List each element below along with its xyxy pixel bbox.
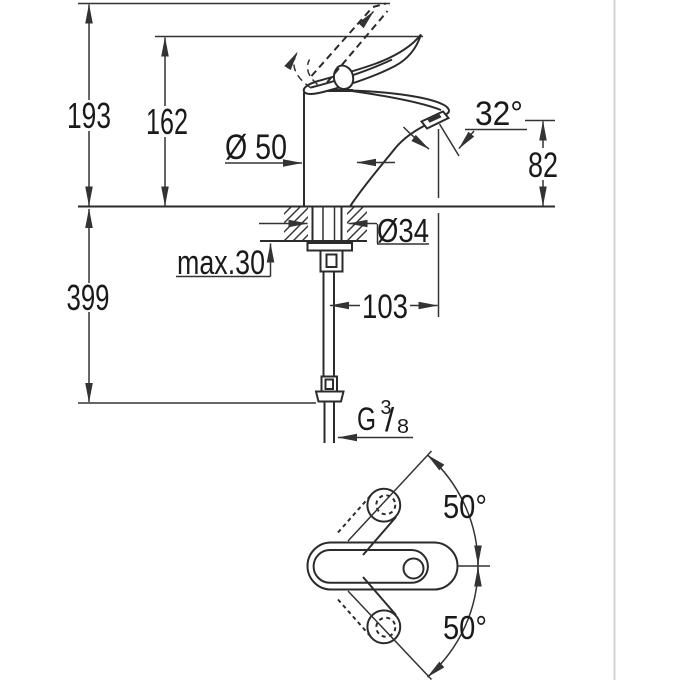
- mounting-shank: [311, 206, 343, 243]
- mounting-assembly: [284, 206, 367, 443]
- dimension-angle-32: 32°: [458, 95, 555, 149]
- aerator-outlet: [427, 113, 442, 123]
- angle-leader-arrow: [458, 130, 475, 149]
- raised-lever-right-edge: [326, 10, 389, 84]
- handle-ghost-upper: [337, 487, 402, 556]
- dimension-82: 82: [528, 120, 558, 207]
- lift-motion-arc: [284, 51, 312, 89]
- dimension-thread: G 3 / 8: [337, 397, 413, 442]
- dim-hole-diameter-label: Ø34: [377, 212, 429, 249]
- thread-denominator: 8: [397, 416, 409, 438]
- mounting-nut: [306, 242, 353, 252]
- dimension-193: 193: [67, 3, 111, 207]
- dimension-162: 162: [146, 36, 188, 207]
- supply-hose: [322, 271, 335, 377]
- lever-raised-dashed: [284, 2, 389, 89]
- hose-nut: [314, 390, 345, 403]
- ghost-button-dashed: [375, 494, 397, 516]
- lift-direction-arrow: [357, 10, 375, 29]
- raised-lever-tip: [372, 2, 387, 8]
- spray-geometry: [402, 123, 460, 317]
- dim-spout-height-label: 82: [528, 146, 558, 185]
- handle-top-view-outer: [306, 541, 459, 591]
- lift-motion-arc-inner: [306, 59, 318, 86]
- handle-button: [402, 557, 425, 580]
- angle-leg-lower: [347, 590, 433, 680]
- ghost-edge-dashed: [337, 493, 373, 534]
- spout-contour-line: [351, 90, 442, 111]
- lever-front-knob: [332, 64, 355, 90]
- handle-top-view-inner: [312, 549, 429, 584]
- ghost-edge-dashed: [337, 598, 373, 639]
- swivel-angle-upper-label: 50°: [443, 488, 487, 525]
- swivel-angle-lower-label: 50°: [443, 609, 487, 646]
- thread-letter: G: [357, 401, 376, 437]
- dimension-diameter-34: Ø34: [259, 212, 429, 249]
- hose-end-fitting: [314, 375, 345, 443]
- ghost-cap: [366, 609, 402, 645]
- thread-slash: /: [385, 401, 395, 438]
- spray-direction-line: [438, 123, 460, 157]
- faucet-body: [303, 89, 450, 208]
- dimension-103: 103: [329, 288, 439, 326]
- top-view-swivel: 50° 50°: [306, 450, 490, 680]
- dim-base-diameter-label: Ø 50: [225, 128, 287, 167]
- dimension-max30: max.30: [176, 242, 275, 282]
- dimension-diameter-50: Ø 50: [225, 128, 395, 167]
- ghost-button-dashed: [375, 616, 397, 638]
- dimension-399: 399: [67, 208, 110, 403]
- dim-under-deck-label: 399: [67, 277, 110, 318]
- ghost-edge: [362, 576, 397, 616]
- dim-spray-angle-label: 32°: [475, 95, 523, 133]
- dim-spout-reach-label: 103: [362, 288, 408, 326]
- ghost-cap: [366, 487, 402, 523]
- dim-deck-thickness-label: max.30: [177, 244, 265, 282]
- side-view-faucet: [284, 2, 460, 443]
- handle-ghost-lower: [337, 576, 402, 645]
- hose-connector-detail: [325, 253, 338, 268]
- dim-total-height-label: 193: [67, 95, 111, 136]
- flow-curve-arrow: [402, 126, 430, 150]
- dim-body-height-label: 162: [146, 101, 188, 142]
- angle-leg-upper: [347, 450, 433, 542]
- thread-numerator: 3: [381, 397, 392, 419]
- ghost-edge: [362, 516, 397, 556]
